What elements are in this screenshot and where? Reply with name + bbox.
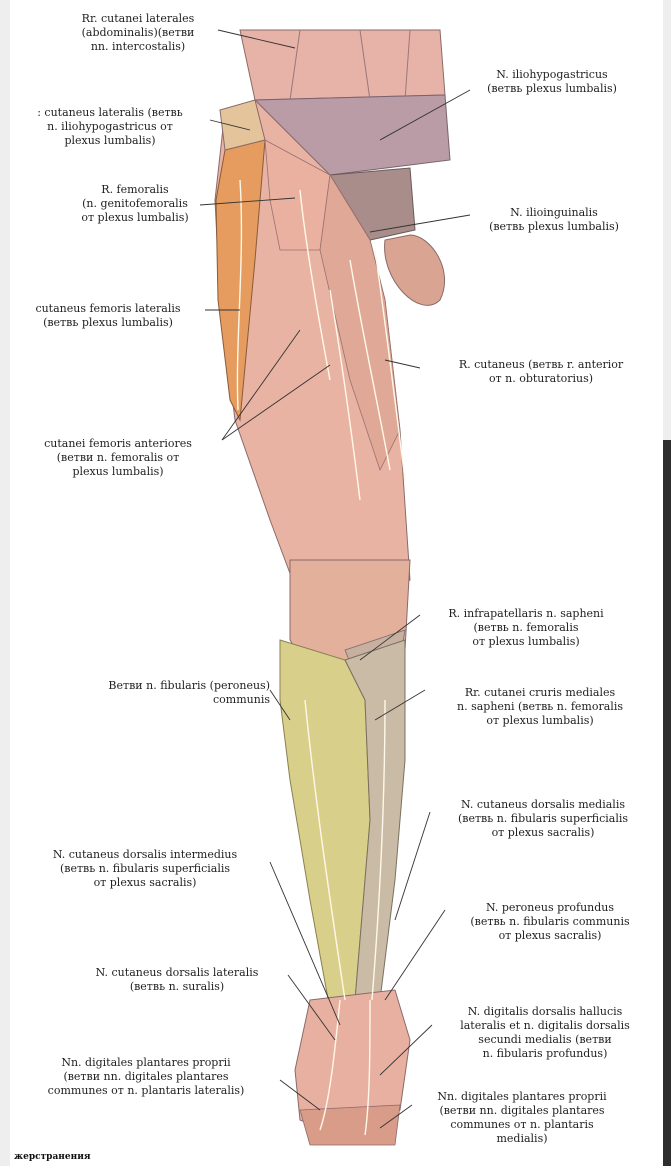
label-rr-cutanei-lateralis: Rr. cutanei laterales (abdominalis)(ветв… bbox=[54, 12, 222, 54]
label-n-digitalis-dorsalis: N. digitalis dorsalis hallucis lateralis… bbox=[428, 1005, 662, 1061]
label-nn-digitales-left: Nn. digitales plantares proprii (ветви n… bbox=[12, 1056, 280, 1098]
label-line: от plexus sacralis) bbox=[422, 826, 664, 840]
label-line: (ветвь plexus lumbalis) bbox=[10, 316, 206, 330]
abdomen-region bbox=[240, 30, 445, 100]
label-rr-cutanei-cruris: Rr. cutanei cruris mediales n. sapheni (… bbox=[418, 686, 662, 728]
label-line: (ветвь plexus lumbalis) bbox=[462, 82, 642, 96]
label-line: Nn. digitales plantares proprii bbox=[408, 1090, 636, 1104]
label-n-peroneus-profundus: N. peroneus profundus (ветвь n. fibulari… bbox=[432, 901, 668, 943]
toes-region bbox=[300, 1105, 400, 1145]
label-line: n. iliohypogastricus от bbox=[10, 120, 210, 134]
label-line: (ветвь plexus lumbalis) bbox=[466, 220, 642, 234]
label-n-cutaneus-dorsalis-intermedius: N. cutaneus dorsalis intermedius (ветвь … bbox=[16, 848, 274, 890]
label-line: Rr. cutanei cruris mediales bbox=[418, 686, 662, 700]
label-line: (ветвь n. fibularis superficialis bbox=[422, 812, 664, 826]
label-line: R. infrapatellaris n. sapheni bbox=[418, 607, 634, 621]
label-line: (ветвь n. suralis) bbox=[64, 980, 290, 994]
label-line: : cutaneus lateralis (ветвь bbox=[10, 106, 210, 120]
label-line: Rr. cutanei laterales bbox=[54, 12, 222, 26]
label-line: N. ilioinguinalis bbox=[466, 206, 642, 220]
label-r-cutaneus-lateralis: : cutaneus lateralis (ветвь n. iliohypog… bbox=[10, 106, 210, 148]
label-line: R. cutaneus (ветвь r. anterior bbox=[418, 358, 664, 372]
label-n-cutaneus-dorsalis-lateralis: N. cutaneus dorsalis lateralis (ветвь n.… bbox=[64, 966, 290, 994]
label-line: Nn. digitales plantares proprii bbox=[12, 1056, 280, 1070]
label-line: от n. obturatorius) bbox=[418, 372, 664, 386]
label-line: (ветвь n. fibularis superficialis bbox=[16, 862, 274, 876]
label-line: N. iliohypogastricus bbox=[462, 68, 642, 82]
label-vetvi-fibularis: Ветви n. fibularis (peroneus) communis bbox=[30, 679, 270, 707]
label-line: N. peroneus profundus bbox=[432, 901, 668, 915]
label-line: medialis) bbox=[408, 1132, 636, 1146]
label-line: (ветви nn. digitales plantares bbox=[12, 1070, 280, 1084]
label-cutaneus-femoris-lateralis: cutaneus femoris lateralis (ветвь plexus… bbox=[10, 302, 206, 330]
label-line: (ветвь n. femoralis bbox=[418, 621, 634, 635]
label-line: cutanei femoris anteriores bbox=[14, 437, 222, 451]
label-line: lateralis et n. digitalis dorsalis bbox=[428, 1019, 662, 1033]
genital-region bbox=[385, 235, 445, 305]
label-line: communis bbox=[30, 693, 270, 707]
label-line: nn. intercostalis) bbox=[54, 40, 222, 54]
label-line: plexus lumbalis) bbox=[14, 465, 222, 479]
label-line: secundi medialis (ветви bbox=[428, 1033, 662, 1047]
label-line: от plexus lumbalis) bbox=[418, 635, 634, 649]
label-line: от plexus sacralis) bbox=[432, 929, 668, 943]
label-line: N. digitalis dorsalis hallucis bbox=[428, 1005, 662, 1019]
label-line: communes от n. plantaris bbox=[408, 1118, 636, 1132]
label-line: (ветвь n. fibularis communis bbox=[432, 915, 668, 929]
label-line: n. fibularis profundus) bbox=[428, 1047, 662, 1061]
label-r-infrapatellaris: R. infrapatellaris n. sapheni (ветвь n. … bbox=[418, 607, 634, 649]
label-r-femoralis: R. femoralis (n. genitofemoralis от plex… bbox=[60, 183, 210, 225]
label-line: (n. genitofemoralis bbox=[60, 197, 210, 211]
footer-caption: жерстранения bbox=[14, 1152, 91, 1162]
label-line: communes от n. plantaris lateralis) bbox=[12, 1084, 280, 1098]
label-line: plexus lumbalis) bbox=[10, 134, 210, 148]
label-line: от plexus lumbalis) bbox=[60, 211, 210, 225]
label-line: N. cutaneus dorsalis medialis bbox=[422, 798, 664, 812]
label-n-iliohypogastricus: N. iliohypogastricus (ветвь plexus lumba… bbox=[462, 68, 642, 96]
label-n-ilioinguinalis: N. ilioinguinalis (ветвь plexus lumbalis… bbox=[466, 206, 642, 234]
label-nn-digitales-right: Nn. digitales plantares proprii (ветви n… bbox=[408, 1090, 636, 1146]
label-line: (ветви n. femoralis от bbox=[14, 451, 222, 465]
label-line: N. cutaneus dorsalis lateralis bbox=[64, 966, 290, 980]
label-line: cutaneus femoris lateralis bbox=[10, 302, 206, 316]
label-line: N. cutaneus dorsalis intermedius bbox=[16, 848, 274, 862]
label-line: от plexus sacralis) bbox=[16, 876, 274, 890]
label-line: R. femoralis bbox=[60, 183, 210, 197]
label-line: n. sapheni (ветвь n. femoralis bbox=[418, 700, 662, 714]
label-line: от plexus lumbalis) bbox=[418, 714, 662, 728]
label-r-cutaneus-obturatorius: R. cutaneus (ветвь r. anterior от n. obt… bbox=[418, 358, 664, 386]
label-line: (ветви nn. digitales plantares bbox=[408, 1104, 636, 1118]
label-line: (abdominalis)(ветви bbox=[54, 26, 222, 40]
label-cutanei-femoris-anteriores: cutanei femoris anteriores (ветви n. fem… bbox=[14, 437, 222, 479]
label-line: Ветви n. fibularis (peroneus) bbox=[30, 679, 270, 693]
lateral-leg-zone bbox=[280, 640, 370, 1010]
label-n-cutaneus-dorsalis-medialis: N. cutaneus dorsalis medialis (ветвь n. … bbox=[422, 798, 664, 840]
